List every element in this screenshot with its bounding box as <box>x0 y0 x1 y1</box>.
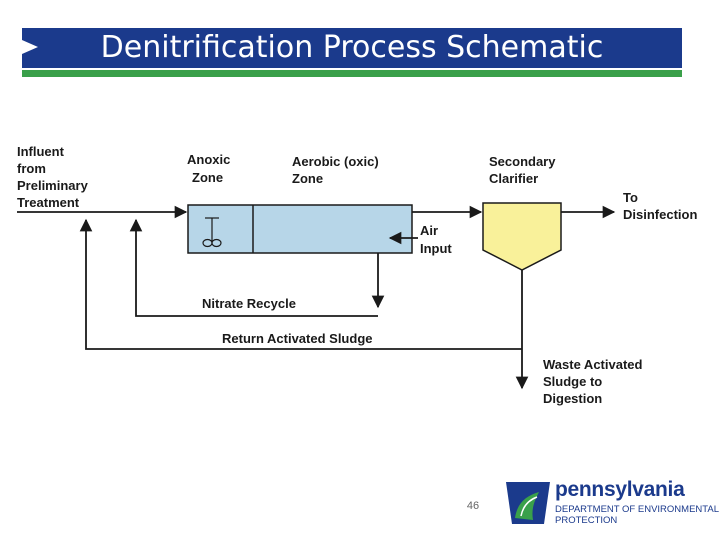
air-label-line2: Input <box>420 241 452 256</box>
disinfection-label-line2: Disinfection <box>623 207 697 222</box>
was-label-line2: Sludge to <box>543 374 602 389</box>
logo-wordmark: pennsylvania <box>555 478 685 501</box>
air-label-line1: Air <box>420 223 438 238</box>
logo-department-line1: DEPARTMENT OF ENVIRONMENTAL <box>555 504 719 515</box>
influent-label-line1: Influent <box>17 144 65 159</box>
nitrate-recycle-line <box>129 218 378 317</box>
logo-department-line2: PROTECTION <box>555 515 618 526</box>
keystone-icon <box>506 482 550 524</box>
clarifier-label-line1: Secondary <box>489 154 556 169</box>
nitrate-recycle-label: Nitrate Recycle <box>202 296 296 311</box>
slide-title: Denitrification Process Schematic <box>100 30 604 65</box>
ras-label: Return Activated Sludge <box>222 331 372 346</box>
return-activated-sludge-line <box>79 218 522 350</box>
influent-label-line4: Treatment <box>17 195 80 210</box>
was-label-line1: Waste Activated <box>543 357 643 372</box>
secondary-clarifier <box>482 202 562 271</box>
aerobic-label-line2: Zone <box>292 171 323 186</box>
influent-label-line2: from <box>17 161 46 176</box>
clarifier-label-line2: Clarifier <box>489 171 538 186</box>
pa-dep-logo: pennsylvania DEPARTMENT OF ENVIRONMENTAL… <box>503 478 719 528</box>
aerobic-label-line1: Aerobic (oxic) <box>292 154 379 169</box>
anoxic-label-line2: Zone <box>192 170 223 185</box>
disinfection-label-line1: To <box>623 190 638 205</box>
title-arrow-icon <box>22 40 38 54</box>
influent-label-line3: Preliminary <box>17 178 89 193</box>
was-label-line3: Digestion <box>543 391 602 406</box>
title-accent-stripe <box>22 70 682 77</box>
anoxic-label-line1: Anoxic <box>187 152 230 167</box>
title-bar <box>22 28 682 68</box>
reactor-tank <box>187 204 413 254</box>
page-number: 46 <box>466 500 480 512</box>
mixer-icon <box>202 217 222 248</box>
